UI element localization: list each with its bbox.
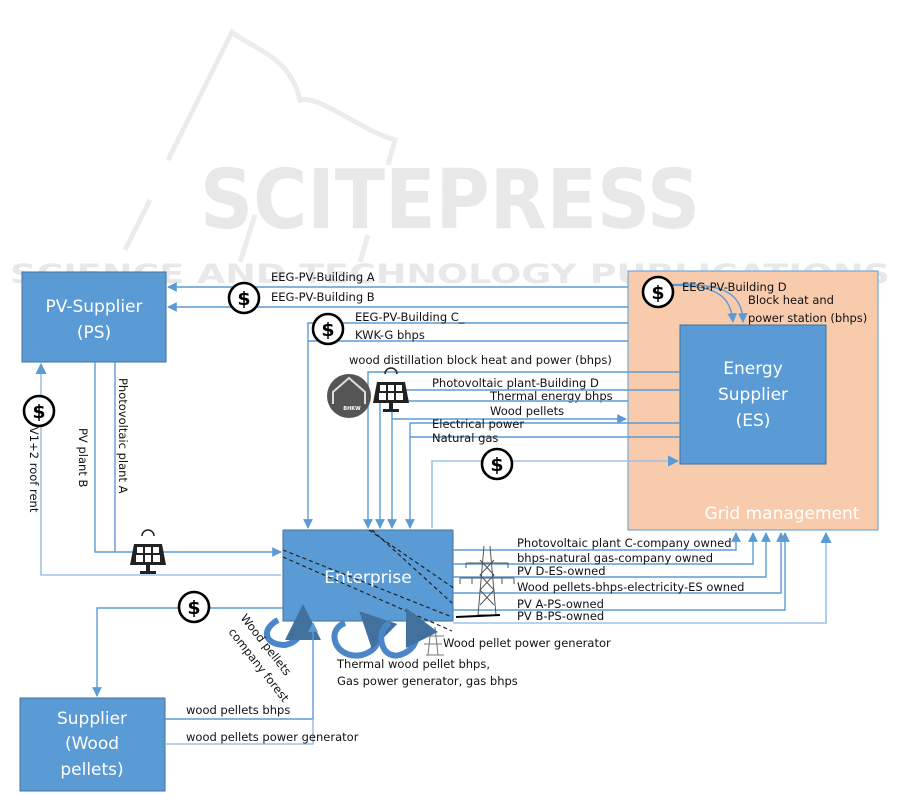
flow-pv-building-d[interactable] [363,371,680,529]
energy-supplier-title-2: Supplier [718,385,788,405]
wood-supplier-sub-1: (Wood [65,734,119,754]
flow-label-wood-bhps-es: Wood pellets-bhps-electricity-ES owned [517,580,744,594]
flow-label-wood-pellets-bhps: wood pellets bhps [186,703,290,717]
flow-bhps-gas-company[interactable] [453,532,758,565]
flow-label-eeg-c: EEG-PV-Building C_ [355,310,465,324]
flow-label-bhps-gas-company: bhps-natural gas-company owned [517,551,713,565]
flow-eeg-c[interactable] [303,322,628,529]
flow-label-natural-gas: Natural gas [432,431,498,445]
flow-pv-roof-rent[interactable] [35,362,281,576]
svg-text:$: $ [490,454,503,476]
flow-label-thermal-wood-1: Thermal wood pellet bhps, [336,657,490,671]
flow-pv-b-ps[interactable] [453,531,832,624]
flow-pv-c-company[interactable] [453,532,741,551]
payment-icon-wood-supplier: $ [177,590,211,624]
flow-label-wood-pellet-generator: Wood pellet power generator [443,636,611,650]
flow-label-eeg-d: EEG-PV-Building D [682,280,787,294]
dashed-link-4 [282,556,453,632]
payment-icon-eeg-c: $ [311,312,345,346]
flow-payment-to-es[interactable] [431,455,680,528]
flow-label-pv-plant-b: PV plant B [76,428,90,487]
flow-pv-d-es[interactable] [453,532,771,578]
svg-text:$: $ [187,597,200,619]
svg-text:$: $ [32,401,45,423]
bhkw-label: BHKW [343,406,361,412]
pv-supplier-title: PV-Supplier [45,297,142,317]
flow-label-bhps-station-1: Block heat and [748,293,834,307]
power-pylon-icon [455,545,515,618]
pv-supplier-abbr: (PS) [77,323,111,343]
flow-electrical-power[interactable] [405,422,680,529]
flow-label-pv-a-ps: PV A-PS-owned [517,597,604,611]
watermark: SCITEPRESS SCIENCE AND TECHNOLOGY PUBLIC… [10,27,890,290]
flow-label-eeg-a: EEG-PV-Building A [271,270,375,284]
energy-supplier-title-1: Energy [723,359,783,379]
self-loop-forest-icon [264,604,321,649]
flow-label-wood-distillation: wood distillation block heat and power (… [349,353,612,367]
flow-label-pv-b-ps: PV B-PS-owned [517,609,604,623]
payment-icon-roof-rent: $ [22,394,56,428]
wood-supplier-sub-2: pellets) [60,760,123,780]
flow-pv-a-ps[interactable] [453,532,790,611]
watermark-strokes [122,198,371,263]
payment-icon-enterprise-es: $ [480,447,514,481]
flow-pv-plant-b[interactable] [94,362,282,557]
bhkw-house-icon: BHKW [327,374,371,418]
enterprise-title: Enterprise [324,568,411,588]
flow-label-kwk: KWK-G bhps [355,328,425,342]
payment-icon-es: $ [641,275,675,309]
svg-text:$: $ [321,319,334,341]
flow-label-thermal-wood-2: Gas power generator, gas bhps [337,674,518,688]
flow-label-pv-c-company: Photovoltaic plant C-company owned [517,536,732,550]
energy-supplier-abbr: (ES) [736,411,771,431]
flow-wood-bhps-es[interactable] [453,532,786,594]
flow-label-pv-roof-rent: PV1+2 roof rent [27,420,41,513]
flow-label-bhps-station-2: power station (bhps) [748,311,867,325]
flow-label-eeg-b: EEG-PV-Building B [271,290,375,304]
solar-panel-icon [130,529,166,574]
watermark-title: SCITEPRESS [200,153,700,248]
self-loop-thermal-icon [331,611,398,659]
flow-bhps-station[interactable] [659,283,748,323]
flow-wood-pellets-power-gen[interactable] [165,719,314,745]
flow-label-electrical-power: Electrical power [432,417,524,431]
flow-label-thermal-energy: Thermal energy bhps [489,389,613,403]
self-loop-gas-icon [378,607,439,659]
wood-supplier-box[interactable]: Supplier (Wood pellets) [19,697,166,792]
small-pylon-icon [422,626,444,656]
flow-label-wood-pellets: Wood pellets [490,404,564,418]
flow-payment-to-wood-supplier[interactable] [92,607,283,697]
flow-eeg-d[interactable] [659,284,738,323]
flow-label-pv-plant-a: Photovoltaic plant A [116,378,130,494]
svg-text:$: $ [237,288,250,310]
solar-panel-icon-2 [373,367,409,412]
self-loop-arrows [264,604,439,659]
wood-supplier-title: Supplier [57,709,127,729]
pv-supplier-box[interactable]: PV-Supplier (PS) [21,271,167,363]
energy-supplier-box[interactable]: Energy Supplier (ES) [679,324,827,465]
flow-label-wood-pellets-power-gen: wood pellets power generator [186,730,359,744]
grid-management-label: Grid management [705,504,860,524]
svg-text:$: $ [651,282,664,304]
flow-label-pv-building-d: Photovoltaic plant-Building D [432,376,599,390]
watermark-roof-icon [165,27,399,166]
payment-icon-eeg: $ [227,281,261,315]
dashed-link-3 [282,549,453,618]
flow-label-pv-d-es: PV D-ES-owned [517,564,606,578]
